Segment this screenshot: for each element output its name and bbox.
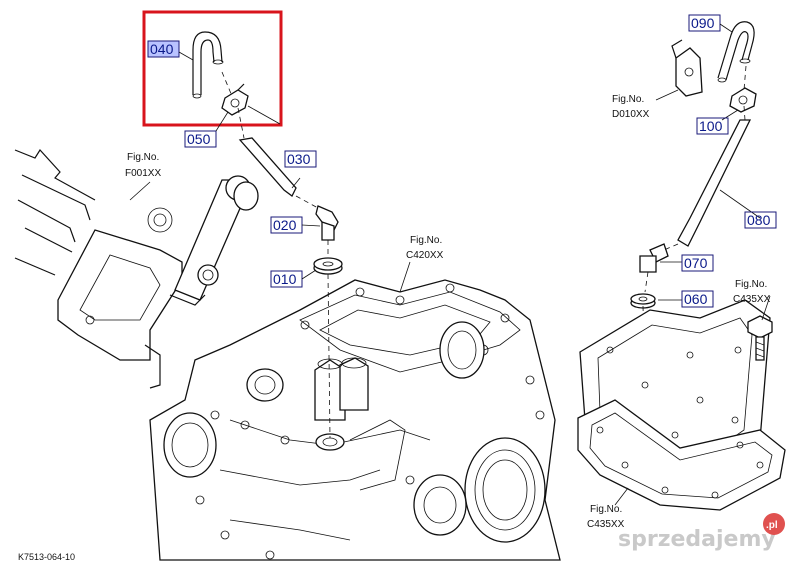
highlight-box xyxy=(142,10,283,127)
gasket xyxy=(577,399,786,511)
callout-090[interactable]: 090 xyxy=(688,14,733,33)
svg-text:.pl: .pl xyxy=(766,520,778,531)
fig-ref-code: C435XX xyxy=(733,294,771,305)
callout-070[interactable]: 070 xyxy=(681,254,714,272)
fig-ref-label: Fig.No. xyxy=(127,152,159,163)
washer-060 xyxy=(630,293,656,309)
fig-ref-code: C435XX xyxy=(587,519,625,530)
fig-ref-label: Fig.No. xyxy=(612,94,644,105)
washer-010 xyxy=(313,257,343,275)
fig-ref-code: D010XX xyxy=(612,109,650,120)
bracket-d010 xyxy=(671,39,703,97)
callout-040[interactable]: 040 xyxy=(147,40,194,61)
breather-hook-040 xyxy=(192,31,223,95)
svg-text:080: 080 xyxy=(747,212,771,228)
svg-text:040: 040 xyxy=(150,41,174,57)
svg-text:050: 050 xyxy=(187,131,211,147)
drawing-code: K7513-064-10 xyxy=(18,552,75,562)
fig-ref-label: Fig.No. xyxy=(590,504,622,515)
watermark-text: sprzedajemy xyxy=(618,527,776,552)
elbow-020 xyxy=(315,205,339,241)
svg-text:010: 010 xyxy=(273,271,297,287)
svg-text:070: 070 xyxy=(684,255,708,271)
transmission-housing: Fig.No. C420XX xyxy=(149,235,561,561)
left-breather-assembly xyxy=(192,31,343,439)
watermark-badge: .pl xyxy=(763,513,785,535)
hose-030 xyxy=(238,137,297,197)
svg-text:030: 030 xyxy=(287,151,311,167)
svg-text:100: 100 xyxy=(699,118,723,134)
fig-ref-label: Fig.No. xyxy=(735,279,767,290)
svg-text:090: 090 xyxy=(691,15,715,31)
callout-080[interactable]: 080 xyxy=(744,211,777,229)
clamp-050 xyxy=(221,83,249,116)
fig-ref-code: C420XX xyxy=(406,250,444,261)
callout-060[interactable]: 060 xyxy=(681,290,714,308)
breather-hook-090 xyxy=(717,21,755,79)
bracket-assembly: Fig.No. F001XX xyxy=(14,149,259,389)
callout-030[interactable]: 030 xyxy=(284,150,317,168)
callout-020[interactable]: 020 xyxy=(270,216,321,234)
right-breather-assembly: Fig.No. D010XX xyxy=(612,21,761,386)
elbow-070 xyxy=(639,243,669,273)
fig-ref-code: F001XX xyxy=(125,168,161,179)
callout-010[interactable]: 010 xyxy=(270,269,317,288)
hose-080 xyxy=(677,119,752,247)
cover-bolt xyxy=(747,315,773,361)
callout-050[interactable]: 050 xyxy=(184,111,229,148)
svg-text:060: 060 xyxy=(684,291,708,307)
svg-text:020: 020 xyxy=(273,217,297,233)
callout-100[interactable]: 100 xyxy=(696,117,729,135)
clamp-100 xyxy=(729,87,757,113)
fig-ref-label: Fig.No. xyxy=(410,235,442,246)
